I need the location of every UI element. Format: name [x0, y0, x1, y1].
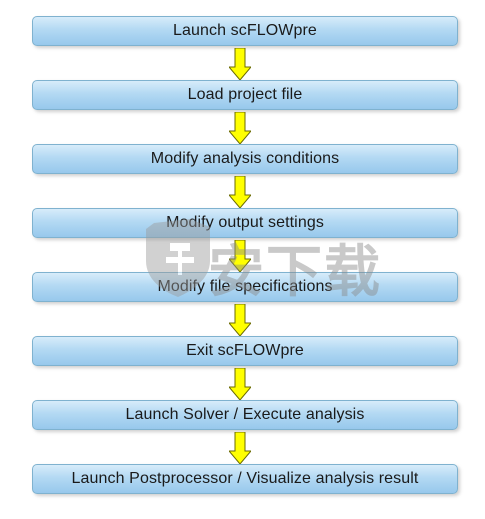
step-label: Modify output settings	[166, 214, 324, 231]
arrow-down-icon	[229, 432, 251, 465]
step-modify-output-settings: Modify output settings	[32, 208, 458, 238]
arrow-down-icon	[229, 176, 251, 209]
step-exit-scflowpre: Exit scFLOWpre	[32, 336, 458, 366]
step-label: Modify analysis conditions	[150, 150, 340, 167]
arrow-down-icon	[229, 240, 251, 273]
step-label: Launch scFLOWpre	[173, 22, 317, 39]
step-launch-scflowpre: Launch scFLOWpre	[32, 16, 458, 46]
arrow-down-icon	[229, 368, 251, 401]
step-label: Modify file specifications	[157, 278, 333, 295]
step-label: Load project file	[187, 86, 303, 103]
step-label: Launch Solver / Execute analysis	[125, 406, 365, 423]
step-modify-analysis-conditions: Modify analysis conditions	[32, 144, 458, 174]
step-label: Launch Postprocessor / Visualize analysi…	[71, 470, 419, 487]
step-modify-file-specifications: Modify file specifications	[32, 272, 458, 302]
arrow-down-icon	[229, 304, 251, 337]
step-launch-postprocessor: Launch Postprocessor / Visualize analysi…	[32, 464, 458, 494]
step-load-project-file: Load project file	[32, 80, 458, 110]
step-launch-solver: Launch Solver / Execute analysis	[32, 400, 458, 430]
step-label: Exit scFLOWpre	[186, 342, 304, 359]
arrow-down-icon	[229, 48, 251, 81]
arrow-down-icon	[229, 112, 251, 145]
